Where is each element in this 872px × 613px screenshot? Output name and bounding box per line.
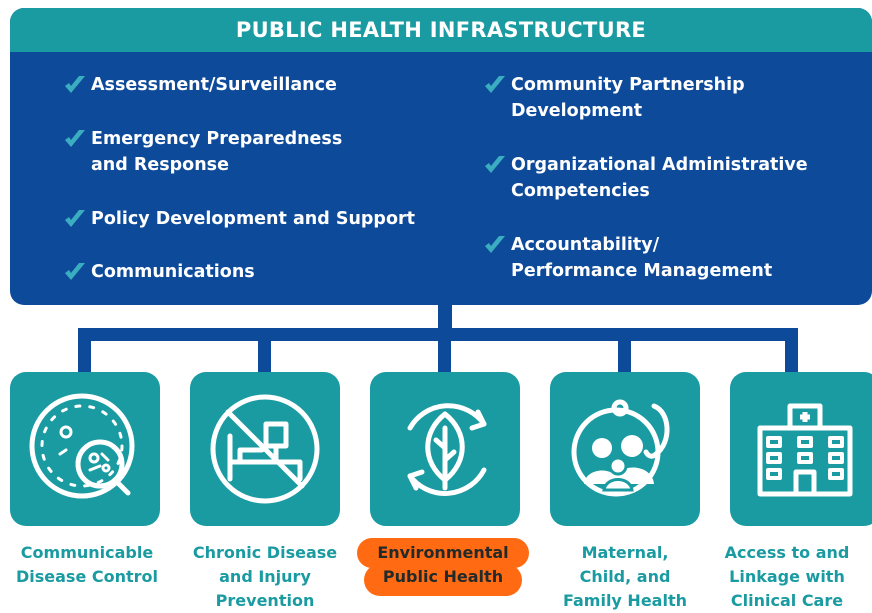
capability-item: Assessment/Surveillance <box>63 72 337 98</box>
area-label: Communicable Disease Control <box>15 543 159 586</box>
area-label: Maternal, Child, and Family Health <box>563 543 687 610</box>
family-stethoscope-icon <box>571 399 670 497</box>
checkmark-icon <box>65 76 85 93</box>
capability-label: Emergency Preparedness and Response <box>91 129 343 175</box>
checkmark-icon <box>485 156 505 173</box>
no-hospital-bed-icon <box>210 394 320 504</box>
checkmark-icon <box>65 130 85 147</box>
panel-title: PUBLIC HEALTH INFRASTRUCTURE <box>235 18 647 42</box>
checkmark-icon <box>485 76 505 93</box>
capability-label: Communications <box>91 262 255 282</box>
capability-item: Communications <box>63 259 255 285</box>
capability-item: Organizational Administrative Competenci… <box>483 152 808 204</box>
area-label: Chronic Disease and Injury Prevention <box>192 543 338 610</box>
area-tile-chronic-disease <box>190 372 340 526</box>
capability-label: Accountability/ Performance Management <box>511 235 773 281</box>
area-tile-environmental-health <box>370 372 520 526</box>
area-tile-clinical-care <box>730 372 872 526</box>
checkmark-icon <box>65 263 85 280</box>
panel-banner: PUBLIC HEALTH INFRASTRUCTURE <box>10 8 872 52</box>
capability-item: Accountability/ Performance Management <box>483 232 772 284</box>
leaf-cycle-icon <box>407 403 487 496</box>
area-label: Access to and Linkage with Clinical Care <box>724 543 850 610</box>
highlight-mark <box>364 564 522 596</box>
highlight-mark <box>357 538 529 568</box>
hospital-building-icon <box>757 403 853 497</box>
checkmark-icon <box>485 236 505 253</box>
capability-label: Community Partnership Development <box>511 75 745 121</box>
area-tile-maternal-health <box>550 372 700 526</box>
capability-item: Community Partnership Development <box>483 72 745 124</box>
infrastructure-panel: PUBLIC HEALTH INFRASTRUCTURE Assessment/… <box>10 8 872 305</box>
area-label-highlighted: Environmental Public Health <box>377 543 509 586</box>
capability-item: Emergency Preparedness and Response <box>63 126 342 178</box>
petri-dish-icon <box>29 393 135 499</box>
capability-label: Organizational Administrative Competenci… <box>511 155 808 201</box>
capability-label: Assessment/Surveillance <box>91 75 337 95</box>
area-tile-communicable-disease <box>10 372 160 526</box>
capability-label: Policy Development and Support <box>91 209 415 229</box>
capability-item: Policy Development and Support <box>63 206 415 232</box>
checkmark-icon <box>65 210 85 227</box>
